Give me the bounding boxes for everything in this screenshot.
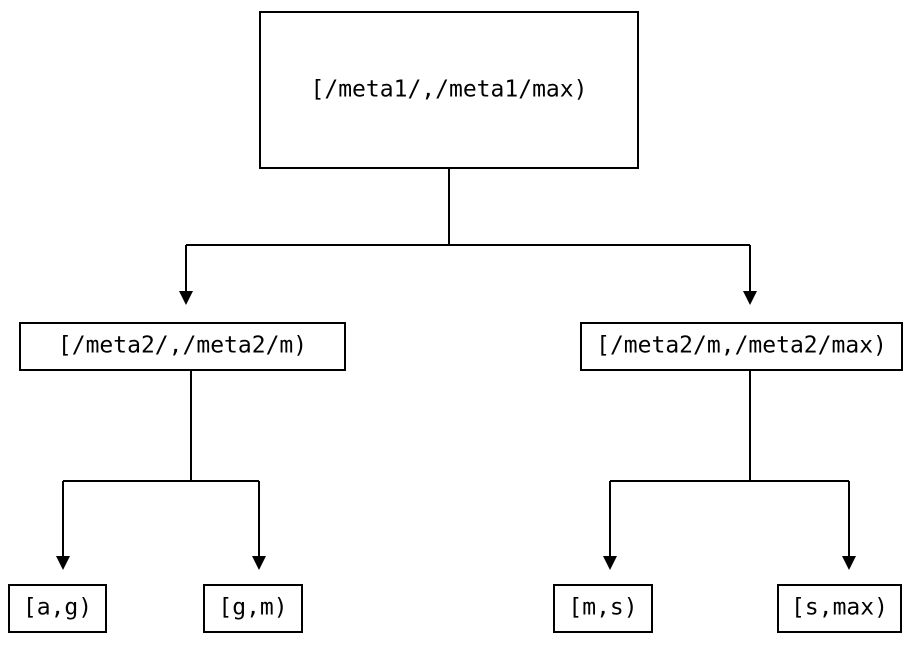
tree-node-mid-right[interactable]: [/meta2/m,/meta2/max): [580, 322, 903, 371]
arrowhead-leaf-ms: [603, 556, 617, 570]
tree-node-leaf-ag[interactable]: [a,g): [8, 584, 107, 633]
tree-node-leaf-gm[interactable]: [g,m): [203, 584, 303, 633]
tree-node-leaf-ms-label: [m,s): [568, 594, 638, 621]
tree-node-leaf-gm-label: [g,m): [218, 594, 288, 621]
tree-node-leaf-ag-label: [a,g): [22, 594, 93, 621]
arrowhead-leaf-ag: [56, 556, 70, 570]
arrowhead-mid-left: [179, 291, 193, 305]
arrowhead-mid-right: [743, 291, 757, 305]
tree-node-leaf-smax-label: [s,max): [791, 594, 888, 621]
tree-node-mid-left-label: [/meta2/,/meta2/m): [57, 332, 308, 359]
tree-node-root-label: [/meta1/,/meta1/max): [310, 76, 588, 102]
tree-node-leaf-smax[interactable]: [s,max): [777, 584, 902, 633]
tree-node-mid-right-label: [/meta2/m,/meta2/max): [596, 332, 887, 359]
tree-node-leaf-ms[interactable]: [m,s): [553, 584, 653, 633]
tree-node-mid-left[interactable]: [/meta2/,/meta2/m): [19, 322, 346, 371]
arrowhead-leaf-smax: [842, 556, 856, 570]
arrowhead-leaf-gm: [252, 556, 266, 570]
tree-node-root[interactable]: [/meta1/,/meta1/max): [259, 11, 639, 169]
